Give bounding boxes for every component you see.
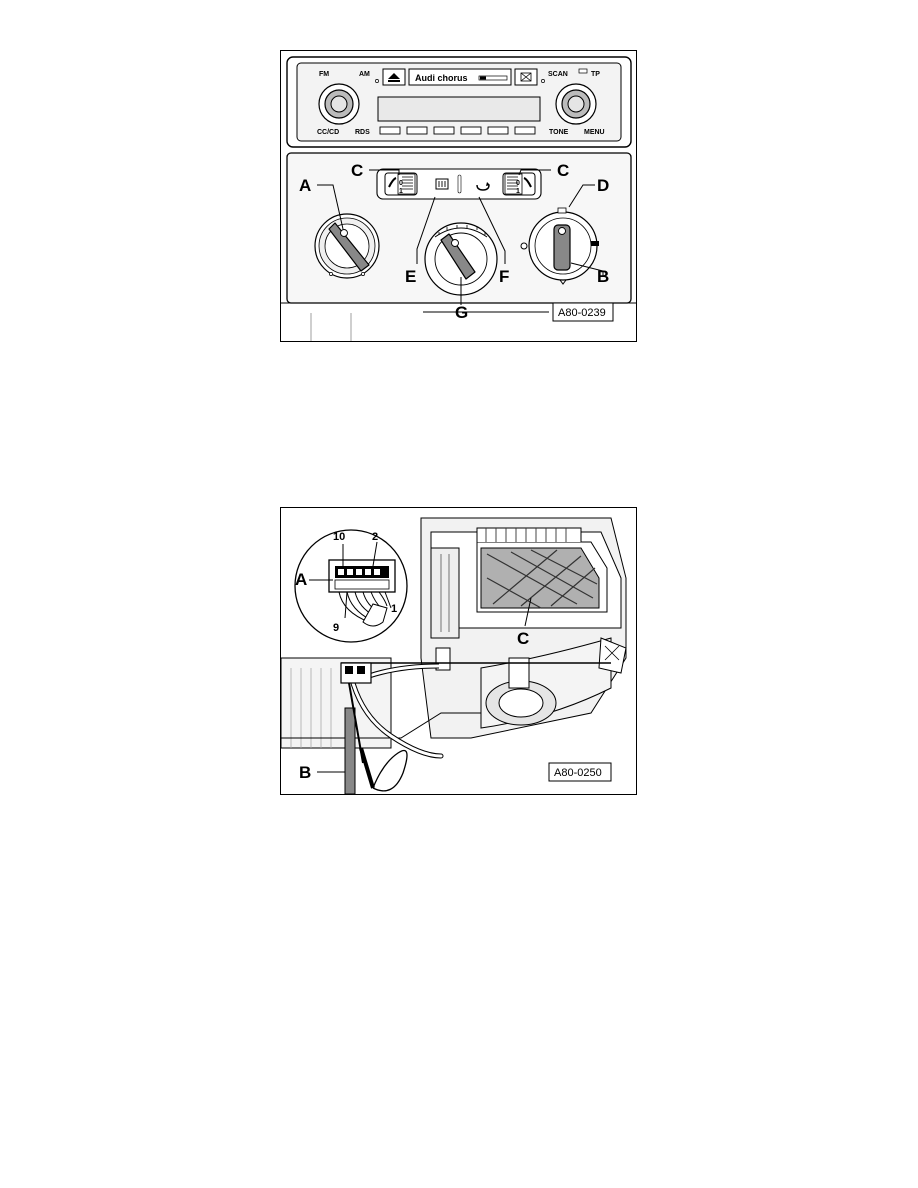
tp-label: TP — [591, 71, 600, 78]
blower-dial — [424, 222, 498, 296]
menu-label: MENU — [584, 129, 605, 136]
callout-e: E — [405, 267, 416, 286]
radio-display — [377, 96, 541, 122]
callout-b: B — [597, 267, 609, 286]
callout-d: D — [597, 176, 609, 195]
air-distribution-dial — [520, 207, 599, 285]
volume-knob — [318, 83, 360, 125]
pin-2-label: 2 — [372, 531, 378, 543]
eject-icon — [382, 68, 406, 86]
callout-c-2: C — [517, 629, 529, 648]
test-probe — [344, 682, 408, 794]
blower-connector-illustration: A B C 10 2 9 1 A80-0250 — [281, 517, 627, 794]
callout-c-right: C — [557, 161, 569, 180]
climate-control-figure: FM AM CC/CD RDS SCAN TP TONE MENU Audi c… — [280, 50, 637, 342]
callout-lines — [317, 169, 604, 313]
fm-label: FM — [319, 71, 329, 78]
figure-code-box-2 — [548, 762, 612, 782]
pin-9-label: 9 — [333, 622, 339, 634]
temperature-dial — [314, 213, 380, 279]
figure-code-2: A80-0250 — [554, 767, 602, 779]
left-vent-regulator: 0 1 — [384, 172, 418, 196]
preset-buttons — [379, 126, 536, 135]
harness-connector — [340, 662, 372, 684]
callout-a: A — [299, 176, 311, 195]
left-scale-zero: 0 — [399, 180, 403, 187]
tuning-knob — [555, 83, 597, 125]
cassette-slot — [408, 68, 512, 86]
callout-g: G — [455, 303, 468, 322]
right-scale-one: 1 — [516, 188, 520, 195]
pin-10-label: 10 — [333, 531, 345, 543]
climate-control-illustration: FM AM CC/CD RDS SCAN TP TONE MENU Audi c… — [281, 56, 636, 341]
connector-detail-view — [294, 529, 408, 643]
radio-brand: Audi chorus — [415, 73, 468, 83]
pin-1-label: 1 — [391, 603, 397, 615]
callout-b-2: B — [299, 763, 311, 782]
left-scale-one: 1 — [399, 188, 403, 195]
callout-c-left: C — [351, 161, 363, 180]
tone-label: TONE — [549, 129, 569, 136]
scan-label: SCAN — [548, 71, 568, 78]
rds-label: RDS — [355, 129, 370, 136]
recirculation-icon — [476, 182, 490, 191]
right-vent-regulator: 0 1 — [502, 172, 536, 196]
callout-a-2: A — [295, 570, 307, 589]
rear-defrost-icon — [435, 178, 449, 190]
blower-connector-figure: A B C 10 2 9 1 A80-0250 — [280, 507, 637, 795]
am-label: AM — [359, 71, 370, 78]
figure-code-box — [552, 302, 614, 322]
wiring-harness — [348, 663, 444, 759]
callout-f: F — [499, 267, 509, 286]
right-scale-zero: 0 — [516, 180, 520, 187]
callout-lines-2 — [309, 541, 532, 773]
cc-cd-label: CC/CD — [317, 129, 339, 136]
figure-code: A80-0239 — [558, 307, 606, 319]
cassette-button-icon — [514, 68, 538, 86]
